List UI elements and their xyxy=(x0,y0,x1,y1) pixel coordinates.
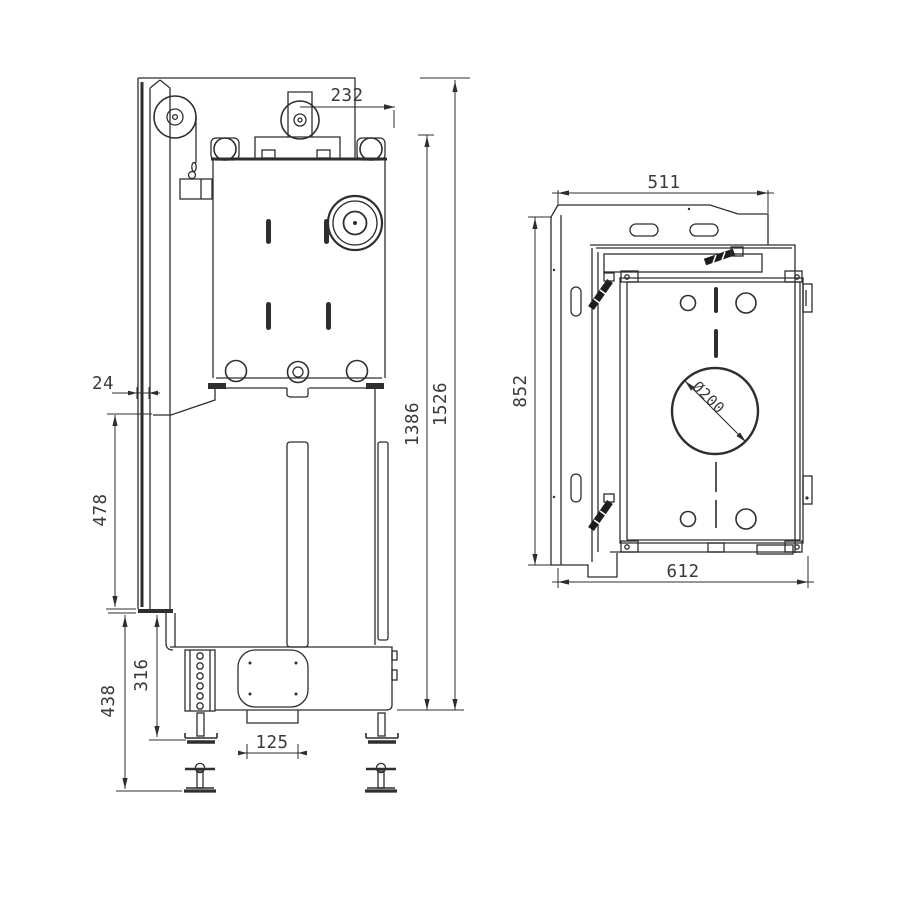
middle-section xyxy=(153,388,389,648)
dim-lower-span: 316 xyxy=(132,658,152,691)
lifting-eye-right xyxy=(356,137,386,161)
center-marks xyxy=(714,287,718,358)
upper-box xyxy=(208,91,387,398)
flue-collar xyxy=(246,710,299,724)
top-channel xyxy=(603,253,763,273)
dim-overall-depth: 612 xyxy=(666,562,699,582)
flue-outlet xyxy=(326,194,384,252)
pulley-housing xyxy=(287,91,313,137)
corner-brackets xyxy=(620,270,803,553)
dim-lower-total: 438 xyxy=(99,684,119,717)
bolt-strip xyxy=(184,649,216,712)
dim-top-width: 511 xyxy=(647,173,680,193)
dim-panel-height: 852 xyxy=(511,374,531,407)
clamps xyxy=(588,246,744,532)
foot-detached-right xyxy=(365,762,397,793)
vent-slots xyxy=(266,219,331,330)
flue-hole xyxy=(670,366,760,456)
top-plate xyxy=(558,204,769,245)
feet xyxy=(184,712,399,793)
middle-frame xyxy=(590,244,800,562)
burner-plate xyxy=(237,649,309,708)
dim-upper-span: 478 xyxy=(91,493,111,526)
side-view: 511 852 Ø200 612 xyxy=(511,173,814,588)
dim-collar-width: 125 xyxy=(255,733,288,753)
dim-overall-height: 1526 xyxy=(431,382,451,426)
top-pulley xyxy=(280,100,320,140)
back-channel xyxy=(377,441,389,641)
pulley-counterweight xyxy=(153,95,213,200)
top-bracket xyxy=(254,136,341,158)
clamp-left-upper xyxy=(588,272,615,311)
base-box xyxy=(170,646,398,724)
flue-duct xyxy=(286,441,309,648)
dim-flue-diameter: Ø200 xyxy=(689,378,729,418)
foot-detached-left xyxy=(184,762,216,793)
clamp-left-lower xyxy=(588,493,615,532)
hopper-chute xyxy=(153,389,216,416)
dim-inner-height: 1386 xyxy=(403,402,423,446)
dim-panel-gap: 24 xyxy=(92,374,114,394)
main-box xyxy=(619,270,813,555)
lifting-eye-left xyxy=(210,137,240,161)
front-dimensions xyxy=(106,77,470,792)
front-view: 232 24 478 316 438 125 1386 1526 xyxy=(91,77,470,793)
dim-top-offset: 232 xyxy=(330,86,363,106)
side-panel xyxy=(550,204,618,578)
side-dimensions xyxy=(528,190,814,588)
box-bottom-flange xyxy=(208,359,384,398)
clamp-top xyxy=(703,246,744,266)
door-panel xyxy=(137,77,356,651)
